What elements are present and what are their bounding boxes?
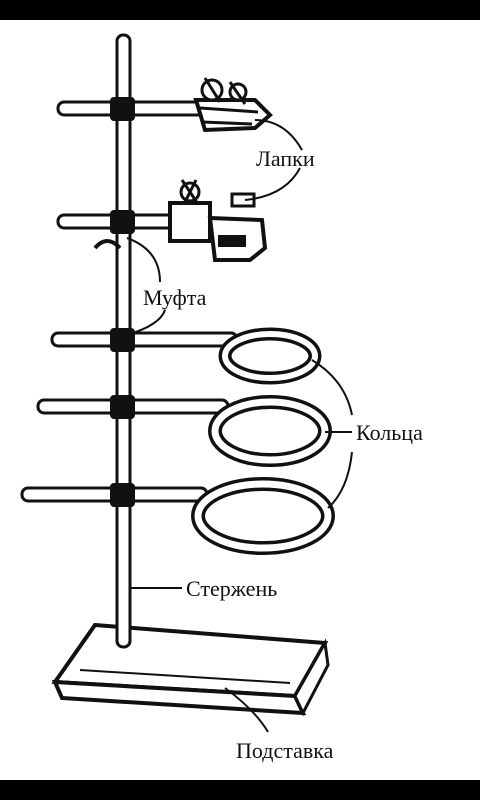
base-label: Подставка xyxy=(236,738,334,763)
lab-stand-diagram: Лапки Муфта Кольца Стержень Подставка xyxy=(20,33,423,763)
ring-2 xyxy=(36,395,332,467)
rod-label: Стержень xyxy=(186,576,277,601)
clamp-holder-leader-lower xyxy=(126,309,166,336)
clamp-holder-leader-upper xyxy=(126,237,161,283)
ring-3 xyxy=(20,477,335,555)
clamps-leader-upper xyxy=(254,119,303,151)
rings-leader-3 xyxy=(327,451,353,509)
clamp-holder-label: Муфта xyxy=(143,285,207,310)
rings-leader-1 xyxy=(311,359,353,416)
ring-1 xyxy=(50,327,322,385)
clamps-leader-lower xyxy=(244,167,301,201)
base xyxy=(51,622,330,717)
lower-clamp xyxy=(56,179,268,262)
clamps-label: Лапки xyxy=(256,146,315,171)
upper-clamp xyxy=(56,77,273,133)
rings-label: Кольца xyxy=(356,420,423,445)
base-leader xyxy=(224,687,269,733)
diagram-frame: Лапки Муфта Кольца Стержень Подставка xyxy=(0,20,480,780)
leader-lines xyxy=(126,119,353,733)
